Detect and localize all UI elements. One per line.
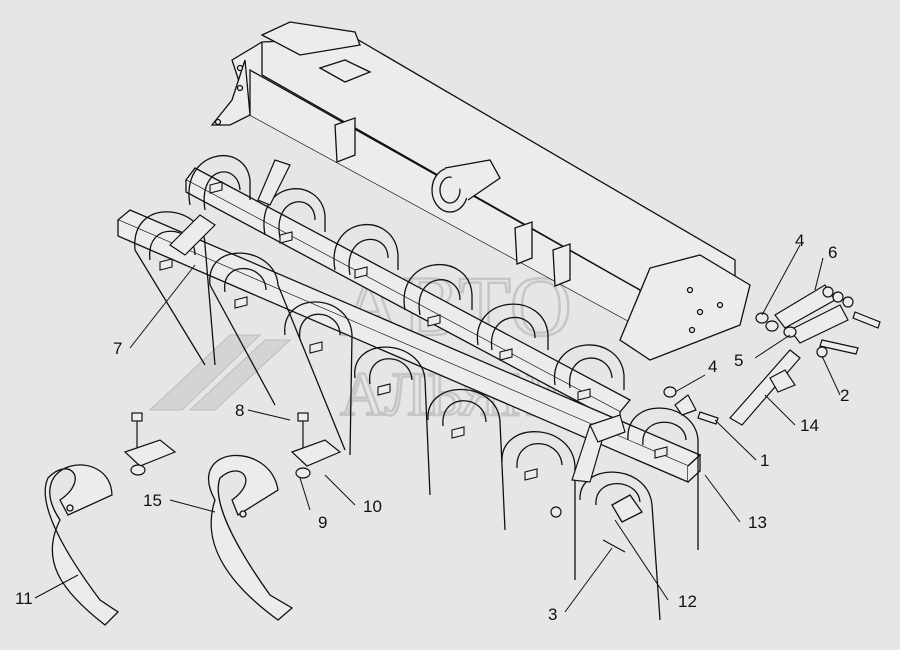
hitch-hardware xyxy=(663,284,881,426)
tine-clamps xyxy=(159,181,668,481)
callout-10: 10 xyxy=(363,497,382,516)
callout-5: 5 xyxy=(734,351,743,370)
callout-8: 8 xyxy=(235,401,244,420)
callout-13: 13 xyxy=(748,513,767,532)
callout-9: 9 xyxy=(318,513,327,532)
callout-6: 6 xyxy=(828,243,837,262)
bolt-sets xyxy=(123,412,626,553)
callout-14: 14 xyxy=(800,416,819,435)
callout-12: 12 xyxy=(678,592,697,611)
loose-tines xyxy=(44,454,294,626)
callout-3: 3 xyxy=(548,605,557,624)
tie-arms xyxy=(169,159,697,483)
spring-tines xyxy=(134,155,699,621)
callout-4-upper: 4 xyxy=(795,231,804,250)
callout-15: 15 xyxy=(143,491,162,510)
callout-2: 2 xyxy=(840,386,849,405)
callout-labels: 1 2 3 4 4 5 6 7 8 9 10 11 12 13 14 15 xyxy=(15,231,849,624)
callout-1: 1 xyxy=(760,451,769,470)
callout-leaders xyxy=(34,244,841,613)
callout-11: 11 xyxy=(15,589,33,608)
callout-7: 7 xyxy=(113,339,122,358)
callout-4-lower: 4 xyxy=(708,357,717,376)
main-beam xyxy=(210,21,751,361)
